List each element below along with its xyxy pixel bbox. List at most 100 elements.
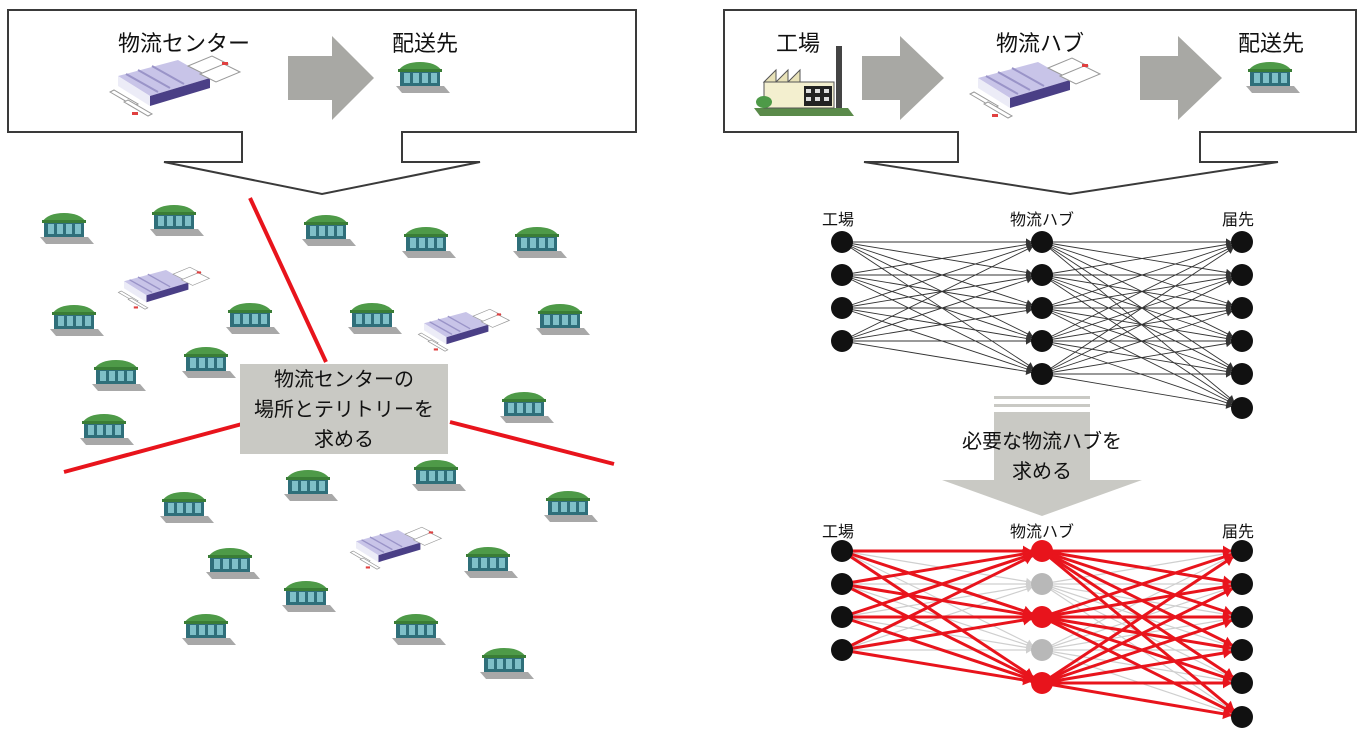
network-edge (841, 552, 1033, 619)
network-edge (841, 582, 1033, 617)
network-edge (1041, 650, 1233, 685)
factory-node (831, 297, 853, 319)
destination-node (1231, 540, 1253, 562)
right-flow-arrow-2 (1140, 36, 1222, 120)
edge-arrowhead (1026, 646, 1032, 654)
network-edge (841, 551, 1033, 586)
network-edge (841, 549, 1035, 679)
territory-callout-line-1: 物流センターの (274, 367, 414, 391)
left-header-box (7, 9, 637, 196)
network-edge (1041, 247, 1234, 375)
destination-node (1231, 606, 1253, 628)
network-edge (1041, 373, 1233, 407)
network-edge (1041, 274, 1233, 339)
factory-node (831, 330, 853, 352)
territory-lines (63, 197, 615, 474)
network-edge (1041, 340, 1233, 373)
net-top-col3-label: 届先 (1222, 210, 1255, 229)
edge-arrowhead (1022, 554, 1034, 565)
edge-arrowhead (1223, 677, 1232, 689)
edge-arrowhead (1222, 708, 1233, 720)
factory-node (831, 264, 853, 286)
edge-arrowhead (1025, 307, 1033, 315)
destination-node (1231, 297, 1253, 319)
network-edge (1041, 681, 1233, 717)
factory-label: 工場 (776, 32, 821, 57)
net-bottom-col2-label: 物流ハブ (1010, 522, 1075, 541)
network-edge (1041, 241, 1234, 337)
network-edge (841, 307, 1033, 340)
network-edge (1041, 246, 1234, 342)
network-edge (841, 241, 1034, 337)
edge-arrowhead (1022, 614, 1033, 626)
network-edge (841, 244, 1033, 309)
network-edge (1041, 340, 1233, 406)
network-edge (841, 648, 1033, 683)
network-selected (831, 540, 1253, 728)
left-source-label: 物流センター (118, 32, 251, 57)
network-edge (1041, 274, 1234, 370)
net-bottom-col3-label: 届先 (1222, 522, 1255, 541)
edge-arrowhead (1026, 245, 1034, 253)
edge-arrowhead (1025, 585, 1033, 593)
left-dest-label: 配送先 (392, 32, 459, 57)
network-edge (1041, 307, 1233, 340)
network-edge (841, 241, 1033, 274)
network-edge (841, 274, 1033, 339)
network-edge (1041, 555, 1235, 685)
network-edge (1041, 276, 1233, 309)
hub-callout-line-2: 求める (1012, 459, 1072, 483)
network-edge (841, 241, 1033, 306)
network-edge (841, 340, 1033, 373)
destination-node (1231, 672, 1253, 694)
network-edge (1041, 307, 1233, 372)
network-edge (1041, 584, 1233, 619)
network-edge (841, 582, 1034, 680)
network-edge (841, 274, 1034, 370)
hub-node (1031, 264, 1053, 286)
network-edge (1041, 615, 1233, 682)
net-bottom-col1-label: 工場 (822, 522, 855, 541)
network-edge (1041, 277, 1233, 342)
hub-callout-line-1: 必要な物流ハブを (962, 429, 1122, 453)
hub-node (1031, 639, 1053, 661)
network-edge (1041, 307, 1234, 404)
network-edge (841, 241, 1034, 369)
destination-node (1231, 264, 1253, 286)
edge-arrowhead (1223, 556, 1234, 566)
edge-arrowhead (1222, 617, 1233, 629)
network-edge (1041, 274, 1233, 307)
reduce-arrow (942, 396, 1142, 516)
network-full (831, 231, 1253, 419)
edge-arrowhead (1222, 647, 1233, 659)
network-edge (1041, 244, 1233, 309)
network-edge (1041, 618, 1233, 685)
right-flow-arrow-1 (862, 36, 944, 120)
network-edge (1041, 241, 1233, 306)
hub-node (1031, 363, 1053, 385)
network-edge (1041, 243, 1233, 276)
territory-callout: 物流センターの 場所とテリトリーを 求める (240, 364, 448, 454)
edge-arrowhead (1025, 367, 1033, 375)
network-edge (841, 274, 1033, 307)
network-edge (1041, 342, 1233, 375)
network-edge (1041, 615, 1233, 650)
network-edge (841, 586, 1033, 651)
destination-node (1231, 639, 1253, 661)
left-flow-arrow (288, 36, 374, 120)
network-edge (1041, 552, 1233, 619)
edge-arrowhead (1226, 278, 1234, 286)
network-edge (841, 550, 1033, 583)
edge-arrowhead (1225, 340, 1233, 348)
edge-arrowhead (1222, 587, 1234, 598)
net-top-col1-label: 工場 (822, 210, 855, 229)
network-edge (841, 307, 1033, 372)
network-edge (1041, 587, 1234, 685)
destination-node (1231, 573, 1253, 595)
network-edge (841, 309, 1033, 342)
edge-arrowhead (1226, 370, 1232, 378)
edge-arrowhead (1225, 401, 1233, 409)
destination-node (1231, 330, 1253, 352)
edge-arrowhead (1022, 674, 1033, 686)
